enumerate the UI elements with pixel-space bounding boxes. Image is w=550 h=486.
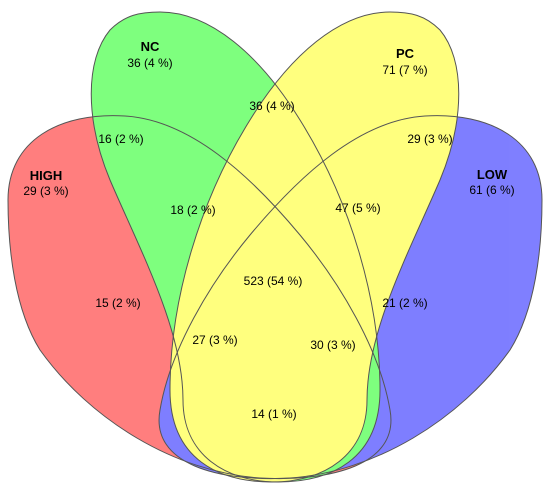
region-count-nc-pc-low: 47 (5 %) bbox=[335, 201, 380, 215]
set-count-nc: 36 (4 %) bbox=[127, 56, 172, 70]
ellipse-outline-pc bbox=[169, 11, 460, 483]
region-count-nc-pc: 36 (4 %) bbox=[249, 99, 294, 113]
region-count-high-pc-low: 27 (3 %) bbox=[192, 333, 237, 347]
set-label-pc: PC bbox=[396, 46, 415, 61]
region-count-high-pc: 15 (2 %) bbox=[95, 296, 140, 310]
set-label-nc: NC bbox=[141, 39, 160, 54]
ellipse-pc bbox=[170, 12, 459, 482]
ellipse-outline-low bbox=[158, 115, 543, 480]
ellipse-outline-nc bbox=[90, 11, 381, 483]
ellipse-outline-high bbox=[7, 115, 392, 480]
set-label-low: LOW bbox=[477, 167, 508, 182]
region-count-high-nc: 16 (2 %) bbox=[98, 132, 143, 146]
set-count-high: 29 (3 %) bbox=[23, 184, 68, 198]
region-count-pc-low: 29 (3 %) bbox=[407, 132, 452, 146]
region-count-high-low: 14 (1 %) bbox=[251, 407, 296, 421]
region-count-high-nc-low: 30 (3 %) bbox=[310, 338, 355, 352]
region-count-all: 523 (54 %) bbox=[244, 274, 303, 288]
set-label-high: HIGH bbox=[30, 168, 63, 183]
set-count-pc: 71 (7 %) bbox=[382, 63, 427, 77]
region-count-nc-low: 21 (2 %) bbox=[382, 296, 427, 310]
region-count-high-nc-pc: 18 (2 %) bbox=[170, 203, 215, 217]
set-count-low: 61 (6 %) bbox=[469, 183, 514, 197]
